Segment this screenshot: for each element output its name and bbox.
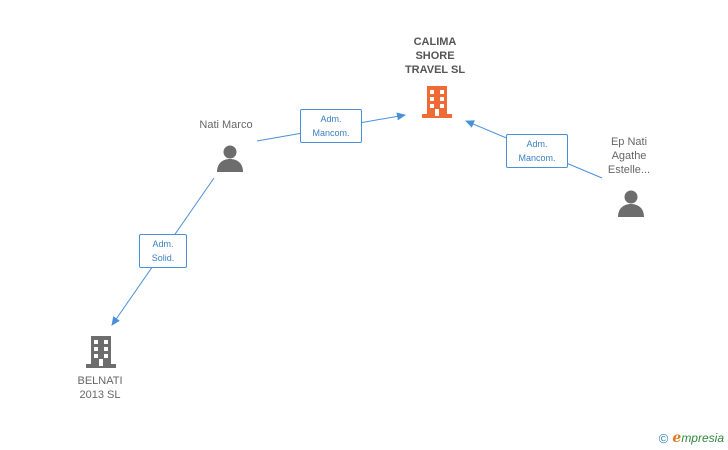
edge-label-line: Adm. [152, 239, 174, 249]
edge-label-ep-to-calima[interactable]: Adm. Mancom. [506, 134, 568, 168]
empresia-logo: empresia [672, 430, 724, 446]
edge-label-nati-to-calima[interactable]: Adm. Mancom. [300, 109, 362, 143]
person-label-nati-marco[interactable]: Nati Marco [199, 119, 253, 131]
person-label-ep-nati[interactable]: Ep Nati Agathe Estelle... [607, 136, 651, 176]
edge-label-line: Adm. [320, 114, 342, 124]
company-label-calima[interactable]: CALIMA SHORE TRAVEL SL [404, 36, 466, 76]
person-icon[interactable] [616, 188, 646, 218]
building-icon[interactable] [85, 334, 117, 370]
brand-name: mpresia [681, 431, 724, 445]
edge-label-line: Mancom. [518, 153, 556, 163]
edge-label-nati-to-belnati[interactable]: Adm. Solid. [139, 234, 187, 268]
edge-label-line: Adm. [526, 139, 548, 149]
footer-brand[interactable]: © empresia [659, 430, 724, 446]
building-icon[interactable] [421, 84, 453, 120]
edge-label-line: Solid. [151, 253, 175, 263]
company-label-belnati[interactable]: BELNATI 2013 SL [77, 375, 123, 401]
copyright-icon: © [658, 430, 669, 446]
person-icon[interactable] [215, 143, 245, 173]
edge-label-line: Mancom. [312, 128, 350, 138]
brand-initial: e [672, 430, 682, 446]
